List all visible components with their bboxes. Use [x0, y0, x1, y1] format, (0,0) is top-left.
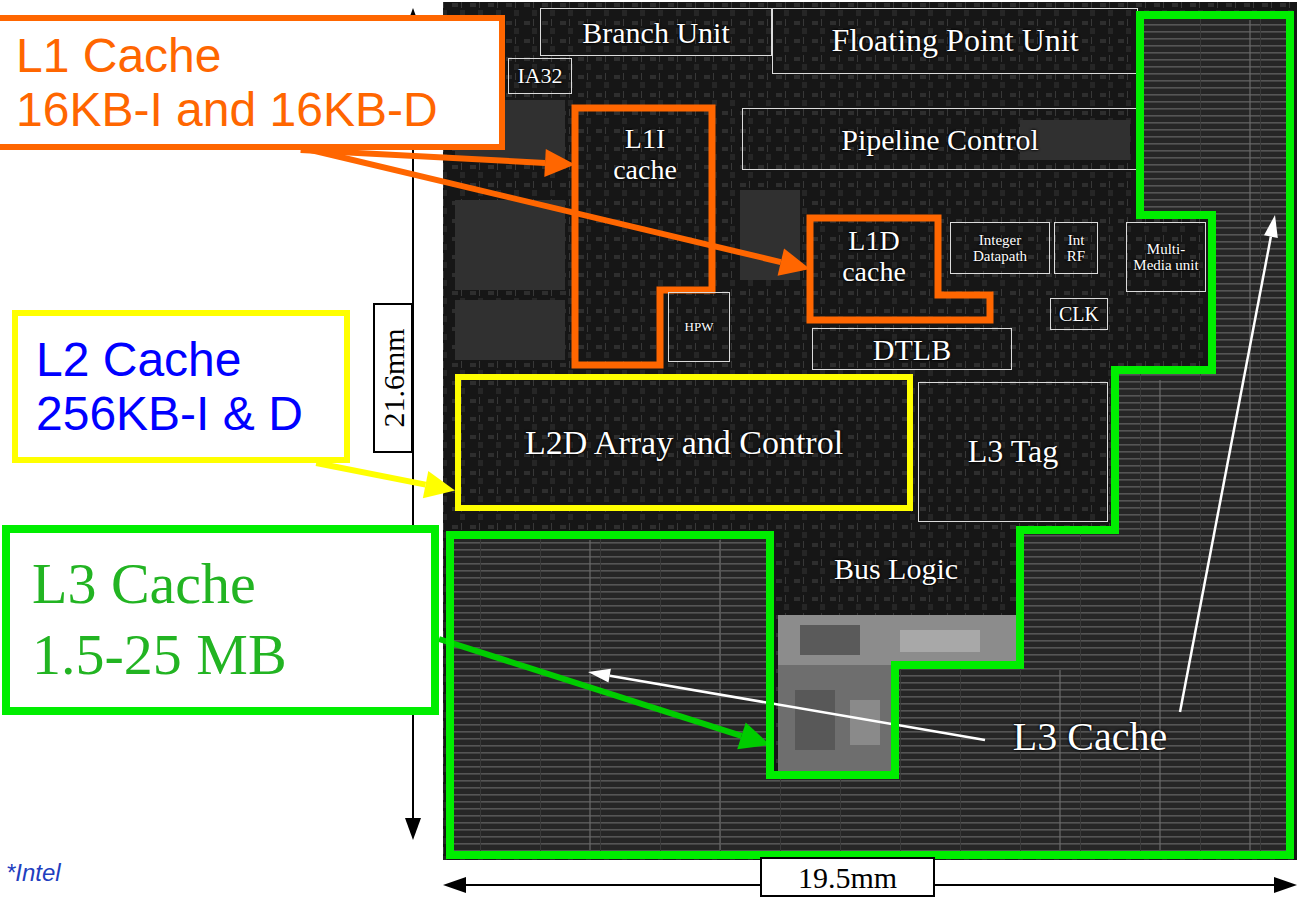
die-background	[443, 2, 1297, 860]
die-block: IA32	[508, 58, 572, 94]
die-block: Multi-Media unit	[1126, 222, 1206, 292]
dimension-label: 19.5mm	[760, 857, 935, 897]
region-outline-path	[450, 15, 1290, 855]
l2-cache-region: L2D Array and Control	[455, 374, 913, 511]
node-text: 16KB-I and 16KB-D	[16, 83, 438, 137]
connector-arrow	[316, 463, 455, 498]
node-text: Int RF	[1058, 232, 1094, 265]
text-holder: L3 Cache	[990, 715, 1190, 759]
node-text: CLK	[1059, 303, 1099, 325]
die-block: DTLB	[812, 328, 1012, 370]
node-text: 256KB-I & D	[36, 387, 303, 441]
node-text: L3 Tag	[968, 434, 1058, 469]
node-text: Bus Logic	[798, 552, 994, 585]
node-text: Multi-Media unit	[1130, 241, 1202, 274]
die-block: Pipeline Control	[742, 108, 1138, 170]
die-block: Int RF	[1054, 222, 1098, 274]
node-text: L1 Cache	[16, 29, 221, 83]
arrow-shaft	[439, 639, 741, 736]
source-note: *Intel	[6, 860, 61, 886]
node-text: L1I cache	[595, 124, 695, 186]
connector-arrow	[301, 149, 575, 177]
l1d-cache-region: L1D cache	[810, 218, 990, 320]
text-holder: L1D cache	[824, 226, 924, 288]
node-text: L2 Cache	[36, 333, 241, 387]
arrow-head	[737, 722, 770, 749]
node-text: Floating Point Unit	[831, 23, 1078, 58]
node-text: DTLB	[873, 333, 951, 366]
arrow-head	[778, 248, 810, 275]
region-outline-path	[810, 218, 990, 320]
l3-cache-region: L3 Cache	[450, 15, 1290, 855]
node-text: L2D Array and Control	[525, 424, 843, 461]
node-text: IA32	[517, 64, 562, 88]
callout-box: L3 Cache1.5-25 MB	[2, 525, 439, 715]
node-text: Branch Unit	[582, 16, 729, 49]
arrow-head	[544, 149, 575, 177]
text-holder: Bus Logic	[798, 552, 994, 585]
callout-box: L2 Cache256KB-I & D	[12, 310, 350, 463]
die-block: L3 Tag	[918, 382, 1108, 522]
node-text: 1.5-25 MB	[32, 620, 287, 691]
callout-box: L1 Cache16KB-I and 16KB-D	[0, 15, 505, 150]
node-text: L3 Cache	[32, 549, 256, 620]
text-holder: L1I cache	[595, 124, 695, 186]
logic-blocks	[455, 100, 1130, 360]
dimension-label: 21.6mm	[373, 303, 413, 453]
arrow-shaft	[316, 463, 425, 485]
die-block: Branch Unit	[540, 8, 772, 56]
die-block: CLK	[1050, 298, 1108, 330]
die-block: HPW	[668, 292, 730, 362]
node-text: Integer Datapath	[954, 232, 1046, 265]
arrow-head	[423, 471, 455, 498]
connector-arrow	[311, 150, 810, 276]
die-block: Floating Point Unit	[772, 8, 1138, 74]
connector-arrow	[439, 639, 770, 749]
die-block: Integer Datapath	[950, 222, 1050, 274]
node-text: HPW	[685, 320, 714, 334]
node-text: Pipeline Control	[841, 123, 1039, 156]
node-text: L3 Cache	[990, 715, 1190, 759]
l3-cache-texture	[450, 15, 1290, 855]
node-text: L1D cache	[824, 226, 924, 288]
